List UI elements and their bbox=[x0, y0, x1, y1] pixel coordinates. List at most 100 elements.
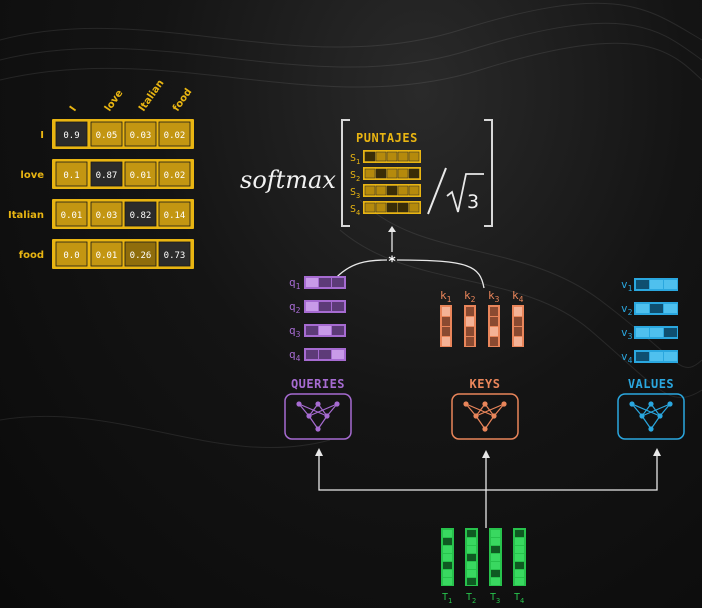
sqrt-symbol bbox=[446, 173, 484, 213]
token-vector-cell bbox=[443, 538, 452, 545]
neural-network-icon bbox=[451, 393, 519, 440]
right-bracket bbox=[484, 119, 493, 227]
matrix-cell-value: 0.01 bbox=[61, 211, 83, 221]
key-vector-cell bbox=[514, 327, 522, 336]
matrix-cell-value: 0.73 bbox=[164, 251, 186, 261]
network-node bbox=[667, 401, 673, 407]
matrix-cell-value: 0.9 bbox=[63, 131, 79, 141]
query-vector-cell bbox=[319, 326, 331, 335]
token-vector-cell bbox=[491, 530, 500, 537]
neural-network-icon bbox=[617, 393, 685, 440]
matrix-cell-value: 0.01 bbox=[130, 171, 152, 181]
value-vector-cell bbox=[636, 352, 649, 361]
value-vector-cell bbox=[636, 280, 649, 289]
score-cell bbox=[386, 202, 398, 213]
key-label: k1 bbox=[440, 289, 452, 304]
token-vector-cell bbox=[491, 562, 500, 569]
token-vector-cell bbox=[443, 530, 452, 537]
network-node bbox=[324, 413, 330, 419]
value-vector-cell bbox=[636, 304, 649, 313]
key-vector-cell bbox=[466, 337, 474, 346]
key-vector-cell bbox=[442, 337, 450, 346]
query-vector-cell bbox=[332, 326, 344, 335]
network-node bbox=[629, 401, 635, 407]
matrix-cell bbox=[55, 121, 88, 147]
matrix-cell bbox=[90, 161, 123, 187]
query-label: q3 bbox=[289, 324, 301, 339]
matrix-cell bbox=[90, 121, 123, 147]
token-vector-cell bbox=[515, 530, 524, 537]
network-edge bbox=[493, 403, 505, 417]
score-cell bbox=[408, 168, 420, 179]
matrix-cell-value: 0.03 bbox=[130, 131, 152, 141]
matrix-cell-value: 0.03 bbox=[96, 211, 118, 221]
key-vector-cell bbox=[514, 317, 522, 326]
score-cell bbox=[408, 202, 420, 213]
sqrt-value: 3 bbox=[467, 191, 479, 213]
query-vector-cell bbox=[332, 350, 344, 359]
matrix-cell bbox=[158, 241, 191, 267]
arrow-head-icon bbox=[388, 226, 396, 232]
network-node bbox=[315, 401, 321, 407]
matrix-cell bbox=[158, 201, 191, 227]
matrix-row-frame bbox=[52, 119, 194, 149]
value-vector-cell bbox=[664, 304, 677, 313]
token-label: T4 bbox=[514, 592, 524, 605]
network-edge bbox=[308, 403, 338, 417]
matrix-cell bbox=[158, 161, 191, 187]
values-title: VALUES bbox=[628, 377, 674, 391]
token-vector-cell bbox=[491, 538, 500, 545]
matrix-cell-value: 0.87 bbox=[96, 171, 118, 181]
matrix-row-label: I bbox=[40, 130, 44, 141]
matrix-column-label: I bbox=[68, 104, 79, 113]
matrix-cell bbox=[124, 201, 157, 227]
matrix-cell bbox=[55, 241, 88, 267]
score-cell bbox=[364, 202, 376, 213]
matrix-row-label: love bbox=[20, 170, 44, 181]
score-label: S2 bbox=[350, 170, 360, 183]
score-cell bbox=[386, 185, 398, 196]
key-vector-cell bbox=[466, 327, 474, 336]
token-vector-cell bbox=[443, 554, 452, 561]
token-vector-cell bbox=[515, 562, 524, 569]
query-vector-cell bbox=[306, 326, 318, 335]
matrix-cell bbox=[90, 201, 123, 227]
queries-to-multiply-connector bbox=[333, 259, 388, 281]
token-vector-cell bbox=[515, 570, 524, 577]
query-label: q1 bbox=[289, 276, 301, 291]
value-vector-cell bbox=[664, 328, 677, 337]
key-vector-cell bbox=[442, 307, 450, 316]
key-vector-cell bbox=[490, 307, 498, 316]
matrix-cell bbox=[124, 121, 157, 147]
score-label: S4 bbox=[350, 204, 360, 217]
token-vector-cell bbox=[443, 570, 452, 577]
key-vector-cell bbox=[442, 317, 450, 326]
network-node bbox=[334, 401, 340, 407]
matrix-cell-value: 0.1 bbox=[63, 171, 79, 181]
key-vector-cell bbox=[442, 327, 450, 336]
network-edge bbox=[326, 403, 338, 417]
matrix-cell bbox=[55, 201, 88, 227]
matrix-cell-value: 0.02 bbox=[164, 131, 186, 141]
arrow-head-icon bbox=[653, 448, 661, 456]
token-vector-cell bbox=[467, 578, 476, 585]
token-vector-cell bbox=[515, 554, 524, 561]
keys-title: KEYS bbox=[470, 377, 501, 391]
token-vector-cell bbox=[491, 546, 500, 553]
network-node bbox=[463, 401, 469, 407]
division-slash bbox=[427, 167, 447, 215]
token-label: T2 bbox=[466, 592, 476, 605]
query-vector-cell bbox=[319, 278, 331, 287]
matrix-row-frame bbox=[52, 199, 194, 229]
token-label: T3 bbox=[490, 592, 500, 605]
value-vector-cell bbox=[650, 304, 663, 313]
value-vector-cell bbox=[664, 352, 677, 361]
network-edge bbox=[298, 403, 310, 417]
left-bracket bbox=[341, 119, 350, 227]
query-vector-cell bbox=[332, 302, 344, 311]
